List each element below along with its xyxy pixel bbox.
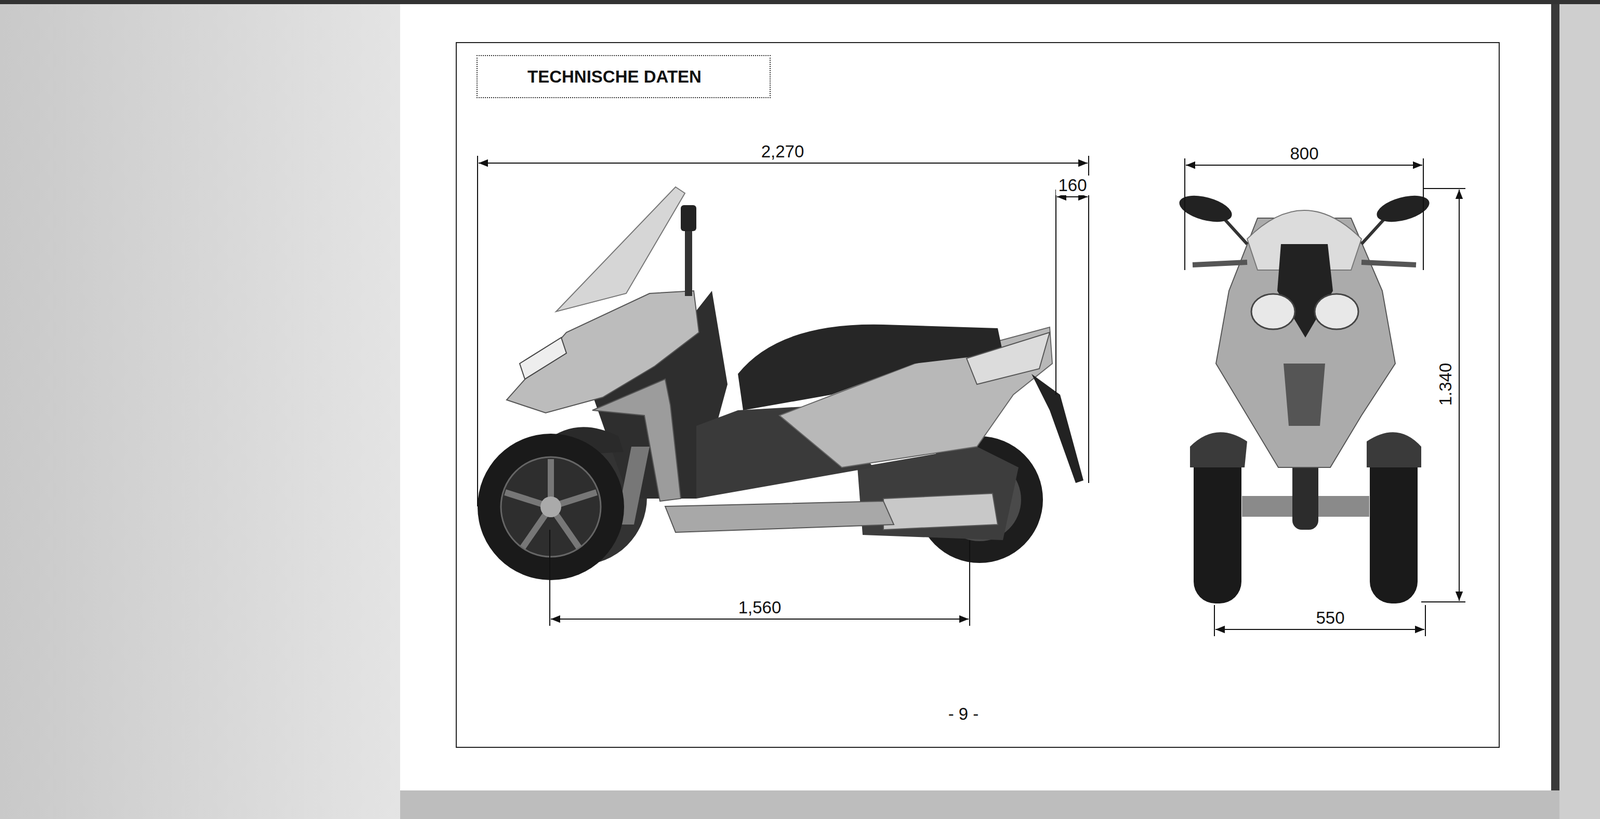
title-text: TECHNISCHE DATEN <box>527 66 755 88</box>
page-frame <box>456 42 1500 748</box>
dimension-label: 550 <box>1313 608 1347 629</box>
page-edge <box>1551 4 1560 791</box>
front-view <box>1176 190 1433 604</box>
dimension-label: 160 <box>1055 175 1089 196</box>
scan-background <box>0 0 401 819</box>
side-view <box>477 187 1084 581</box>
scan-edge <box>0 0 1600 5</box>
dimension-label: 800 <box>1287 143 1321 164</box>
dimension-label: 1.340 <box>1435 361 1456 409</box>
dimension-label: 2,270 <box>759 141 807 162</box>
scan-background <box>1559 4 1600 819</box>
scan-background <box>400 790 1560 819</box>
page <box>400 4 1552 791</box>
dimension-label: 1,560 <box>736 598 784 618</box>
page-number: - 9 - <box>946 704 982 725</box>
dimension-lines <box>477 155 1466 637</box>
title-box: TECHNISCHE DATEN <box>476 55 771 99</box>
